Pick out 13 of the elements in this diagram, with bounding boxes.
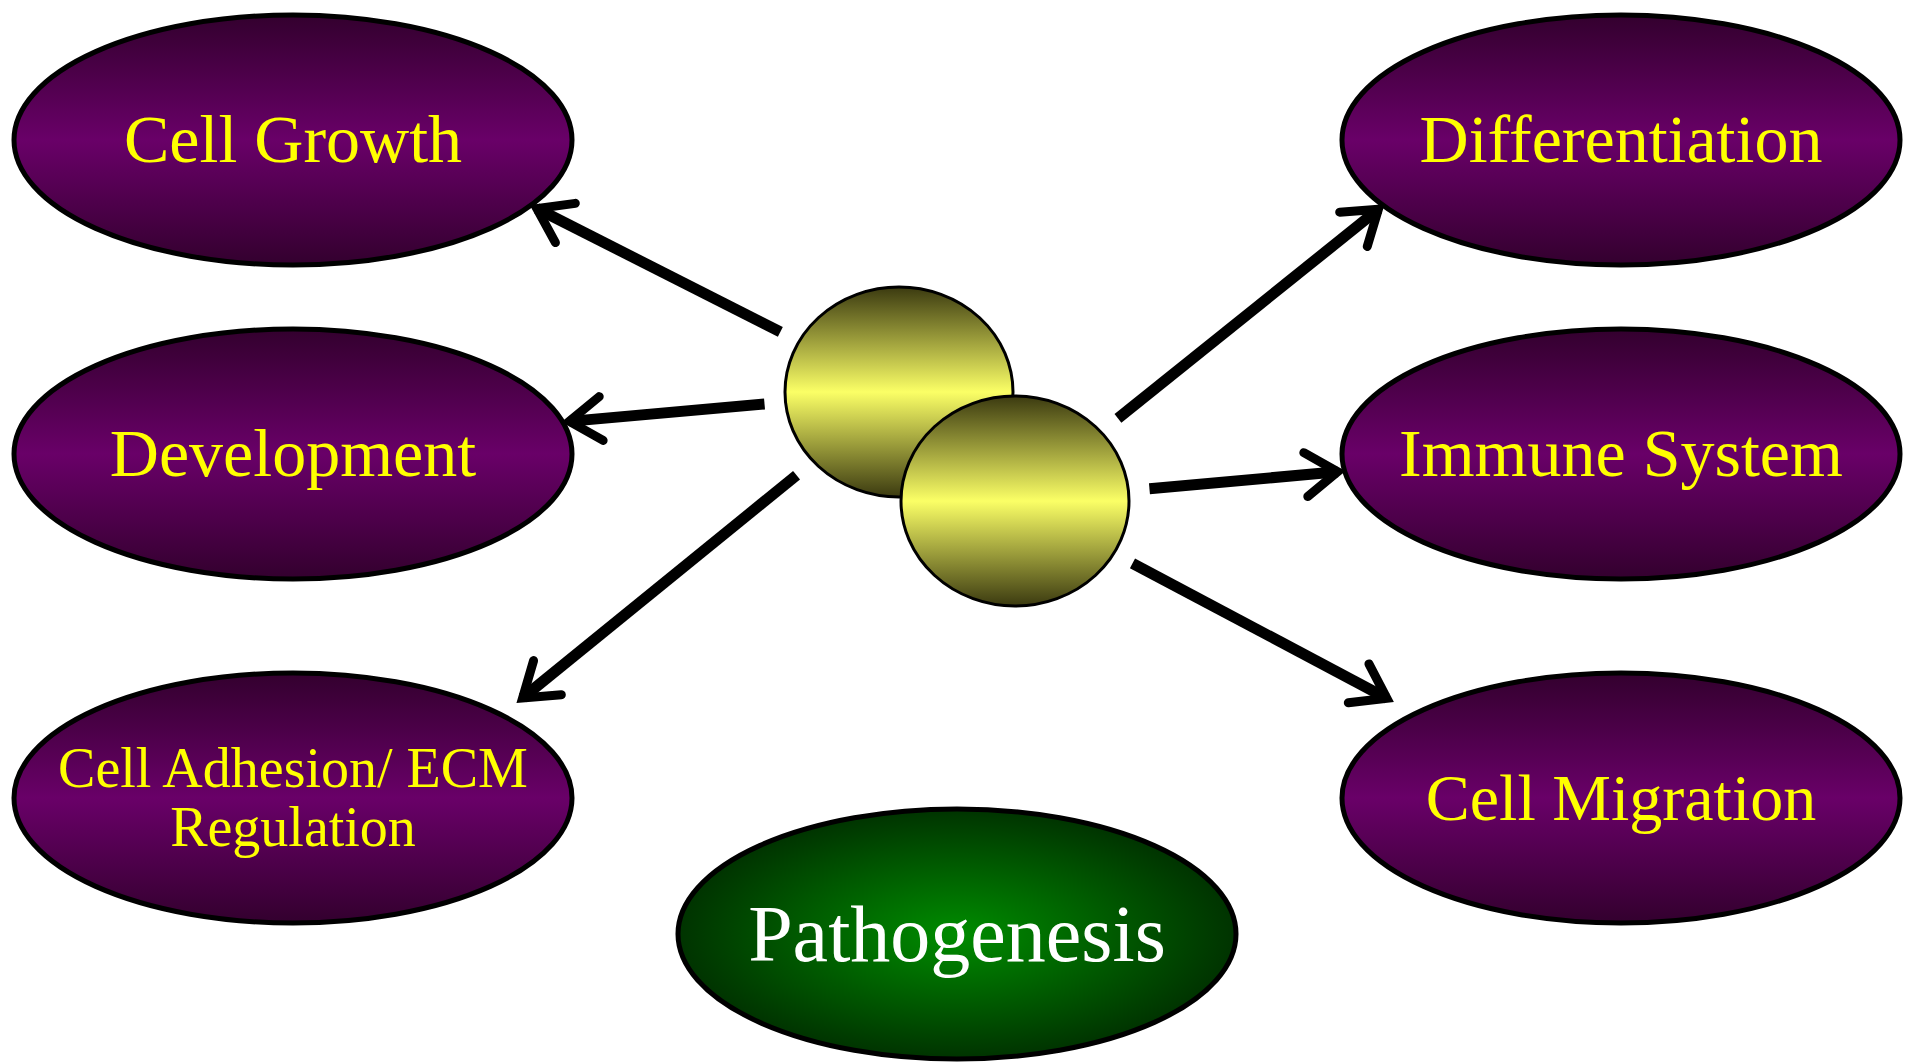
arrow bbox=[564, 392, 766, 445]
node-label: Immune System bbox=[1398, 418, 1844, 490]
node-label: Pathogenesis bbox=[747, 892, 1167, 976]
node-label: Development bbox=[108, 418, 478, 490]
arrow bbox=[518, 471, 801, 703]
node-label: Cell Growth bbox=[122, 104, 464, 176]
arrow bbox=[1114, 204, 1383, 423]
node-label: Cell Adhesion/ ECM Regulation bbox=[57, 739, 529, 857]
node-label: Cell Migration bbox=[1424, 763, 1818, 833]
arrow bbox=[1129, 558, 1392, 708]
arrow bbox=[532, 198, 783, 337]
arrow bbox=[1148, 448, 1343, 501]
node-label: Differentiation bbox=[1418, 104, 1824, 176]
